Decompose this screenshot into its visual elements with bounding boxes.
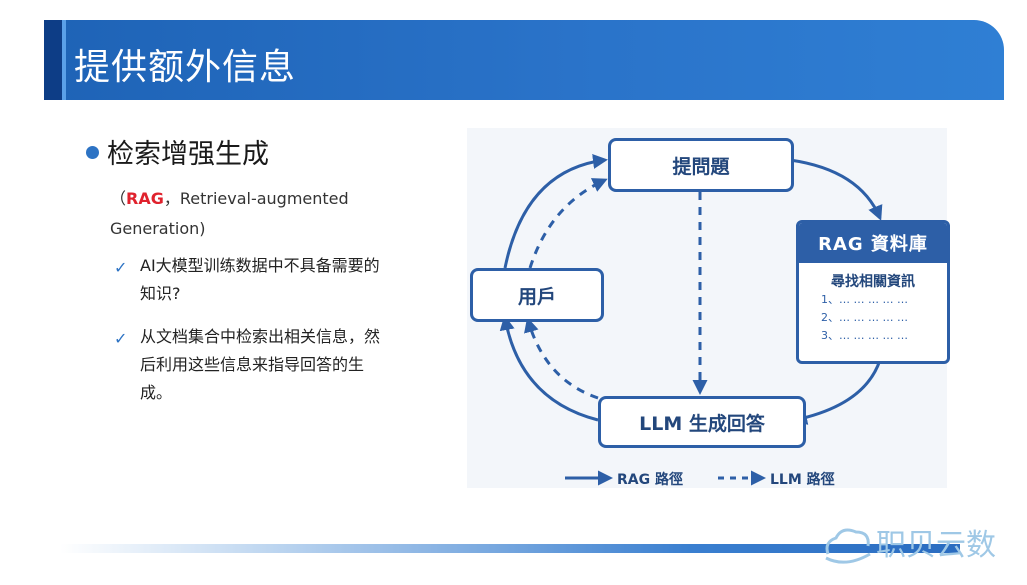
page-title: 提供额外信息 <box>74 47 297 88</box>
point-2: 从文档集合中检索出相关信息，然后利用这些信息来指导回答的生成。 <box>140 327 381 402</box>
rag-abbr: RAG <box>126 189 164 208</box>
bullet-dot <box>86 146 99 159</box>
footer-bar <box>60 544 960 553</box>
cloud-logo-icon <box>825 528 871 564</box>
checkmark-icon: ✓ <box>114 258 128 277</box>
rag-full-name: ，Retrieval-augmented Generation) <box>110 189 349 238</box>
node-answer: LLM 生成回答 <box>598 396 806 448</box>
db-row: 1、… … … … … <box>821 293 908 306</box>
legend-rag-label: RAG 路徑 <box>617 472 683 488</box>
title-accent <box>44 20 62 100</box>
checkmark-icon: ✓ <box>114 329 128 348</box>
section-heading: 检索增强生成 <box>107 139 269 170</box>
db-row: 3、… … … … … <box>821 329 908 342</box>
watermark-text: 职贝云数 <box>876 528 996 563</box>
title-accent-stripe <box>62 20 66 100</box>
title-bar <box>44 20 1004 100</box>
db-subtitle: 尋找相關資訊 <box>831 274 915 290</box>
node-user: 用戶 <box>470 268 604 322</box>
db-row: 2、… … … … … <box>821 311 908 324</box>
db-title: RAG 資料庫 <box>799 223 947 263</box>
rag-definition: （RAG，Retrieval-augmented Generation) <box>110 184 410 244</box>
point-1: AI大模型训练数据中不具备需要的知识? <box>140 256 380 303</box>
rag-database-box: RAG 資料庫 尋找相關資訊 1、… … … … … 2、… … … … … 3… <box>796 220 950 364</box>
node-question: 提問題 <box>608 138 794 192</box>
legend-llm-label: LLM 路徑 <box>770 472 835 488</box>
rag-paren: （ <box>110 189 127 208</box>
